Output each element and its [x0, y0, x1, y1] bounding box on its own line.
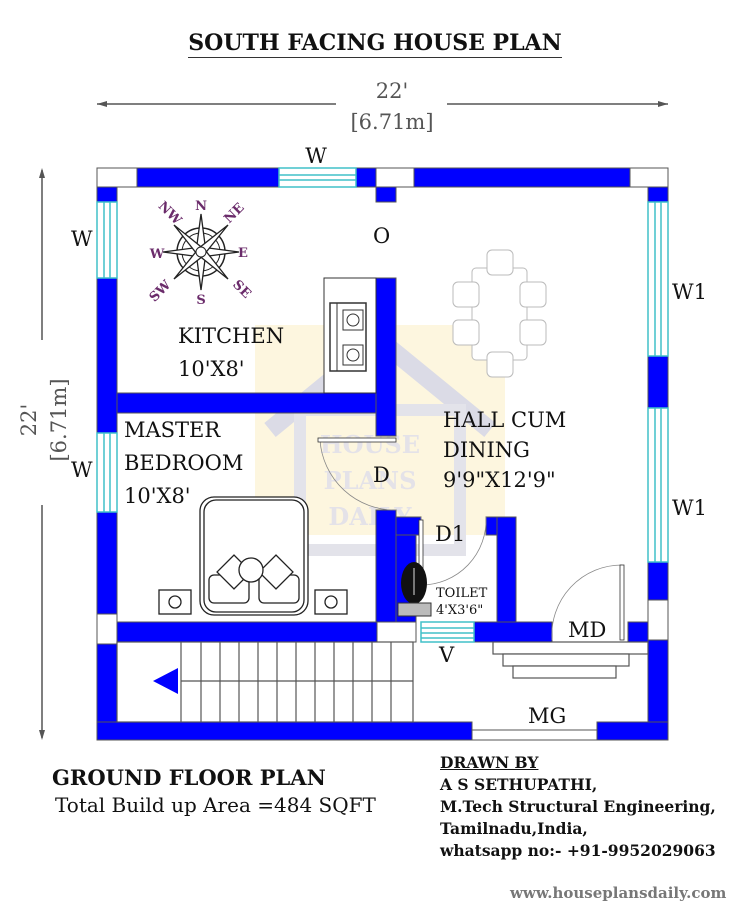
main-gate-label: MG — [528, 704, 566, 728]
title-text: SOUTH FACING HOUSE PLAN — [188, 30, 562, 58]
door-bedroom — [317, 437, 397, 511]
window-top-label: W — [305, 144, 327, 168]
website-link[interactable]: www.houseplansdaily.com — [510, 884, 727, 902]
window-left-top-label: W — [71, 227, 93, 251]
compass-icon: N S E W NE NW SE SW — [147, 199, 254, 308]
staircase — [116, 641, 414, 723]
main-door — [551, 564, 625, 641]
window-left-bottom — [96, 432, 118, 513]
window-left-top — [96, 201, 118, 279]
location: Tamilnadu,India, — [440, 819, 588, 838]
window-right-bottom-label: W1 — [672, 496, 707, 520]
window-right-top — [647, 201, 669, 357]
svg-text:SW: SW — [147, 277, 175, 305]
main-door-label: MD — [568, 618, 606, 642]
svg-text:W: W — [149, 247, 165, 262]
svg-text:SE: SE — [229, 277, 253, 301]
contact: whatsapp no:- +91-9952029063 — [440, 841, 716, 860]
window-right-bottom — [647, 407, 669, 563]
height-ft-label: 22' — [17, 404, 41, 437]
build-area: Total Build up Area =484 SQFT — [55, 793, 376, 817]
toilet-size: 4'X3'6" — [436, 603, 483, 618]
width-m-label: [6.71m] — [350, 110, 433, 134]
door-bedroom-label: D — [373, 463, 390, 487]
svg-text:N: N — [195, 199, 207, 214]
opening-label: O — [373, 224, 390, 248]
plan-name: GROUND FLOOR PLAN — [52, 765, 326, 790]
svg-text:PLANS: PLANS — [324, 466, 417, 495]
hall-name-1: HALL CUM — [443, 408, 566, 432]
toilet-icon — [397, 562, 432, 617]
svg-text:NE: NE — [222, 200, 248, 226]
window-top — [278, 167, 357, 188]
window-right-top-label: W1 — [672, 280, 707, 304]
height-m-label: [6.71m] — [47, 378, 71, 461]
entry-steps — [492, 641, 649, 679]
drawn-by-heading: DRAWN BY — [440, 753, 539, 772]
width-dimension: 22' [6.71m] — [97, 79, 668, 134]
hall-name-2: DINING — [443, 438, 530, 462]
svg-text:E: E — [238, 246, 248, 261]
height-dimension: 22' [6.71m] — [17, 168, 71, 740]
kitchen-name: KITCHEN — [178, 324, 284, 348]
bedroom-name-1: MASTER — [124, 418, 221, 442]
kitchen-size: 10'X8' — [178, 357, 245, 381]
drawn-by-block: DRAWN BY A S SETHUPATHI, M.Tech Structur… — [440, 752, 716, 862]
author: A S SETHUPATHI, — [440, 775, 598, 794]
bedroom-size: 10'X8' — [124, 484, 191, 508]
windows — [96, 167, 669, 643]
window-left-bottom-label: W — [71, 458, 93, 482]
svg-text:NW: NW — [155, 199, 185, 229]
stove-icon — [323, 277, 377, 394]
dining-table-icon — [452, 249, 547, 378]
walls — [96, 167, 669, 741]
bedroom-name-2: BEDROOM — [124, 451, 243, 475]
page-title: SOUTH FACING HOUSE PLAN — [0, 30, 750, 58]
ventilator — [420, 621, 475, 643]
toilet-name: TOILET — [436, 586, 488, 601]
width-ft-label: 22' — [376, 79, 409, 103]
qualification: M.Tech Structural Engineering, — [440, 797, 716, 816]
svg-text:S: S — [196, 293, 205, 308]
stair-arrow-icon — [153, 668, 178, 694]
svg-text:HOUSE: HOUSE — [320, 430, 420, 459]
bed-icon — [158, 496, 348, 616]
hall-size: 9'9"X12'9" — [443, 468, 556, 492]
door-toilet-label: D1 — [435, 522, 465, 546]
ventilator-label: V — [438, 643, 455, 667]
